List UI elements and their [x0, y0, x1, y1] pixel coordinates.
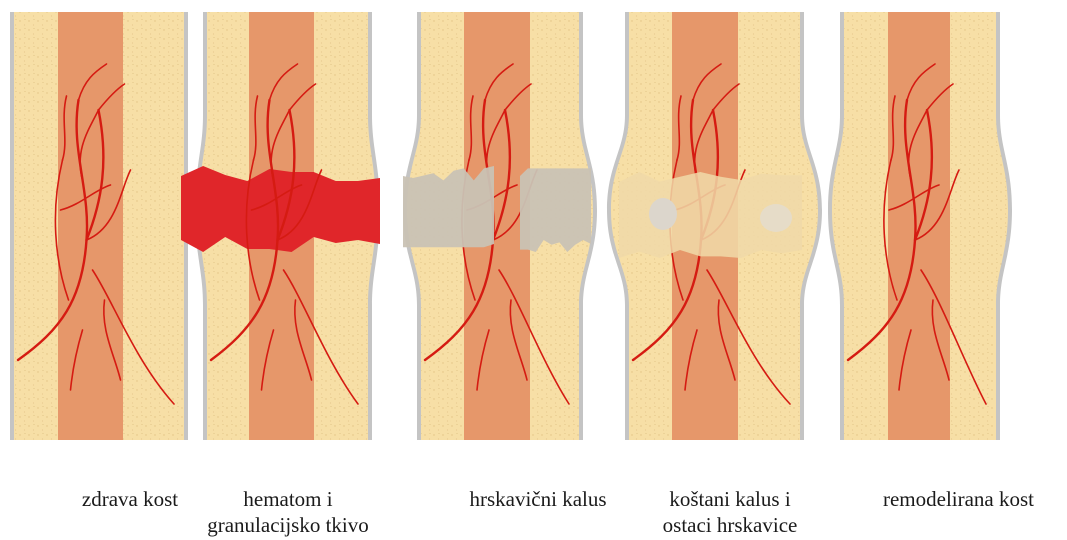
caption-hematoma: hematom i granulacijsko tkivo: [188, 486, 388, 538]
bone-remodeled: [828, 12, 1012, 440]
cartilage-remnant: [649, 198, 677, 230]
caption-line: hrskavični kalus: [438, 486, 638, 512]
cartilage-remnant: [760, 204, 792, 232]
cartilage-callus: [403, 166, 494, 247]
caption-line: remodelirana kost: [856, 486, 1061, 512]
caption-cartilage-callus: hrskavični kalus: [438, 486, 638, 512]
bone-healthy: [10, 12, 188, 440]
caption-line: hematom i: [188, 486, 388, 512]
caption-line: koštani kalus i: [630, 486, 830, 512]
bone-bony-callus: [607, 12, 822, 440]
bone-cartilage-callus: [403, 12, 597, 440]
bone-hematoma: [181, 12, 380, 440]
caption-line: ostaci hrskavice: [630, 512, 830, 538]
caption-bony-callus: koštani kalus i ostaci hrskavice: [630, 486, 830, 538]
caption-line: granulacijsko tkivo: [188, 512, 388, 538]
caption-remodeled: remodelirana kost: [856, 486, 1061, 512]
bone-stages-illustration: [0, 0, 1067, 450]
cartilage-callus: [520, 168, 591, 252]
